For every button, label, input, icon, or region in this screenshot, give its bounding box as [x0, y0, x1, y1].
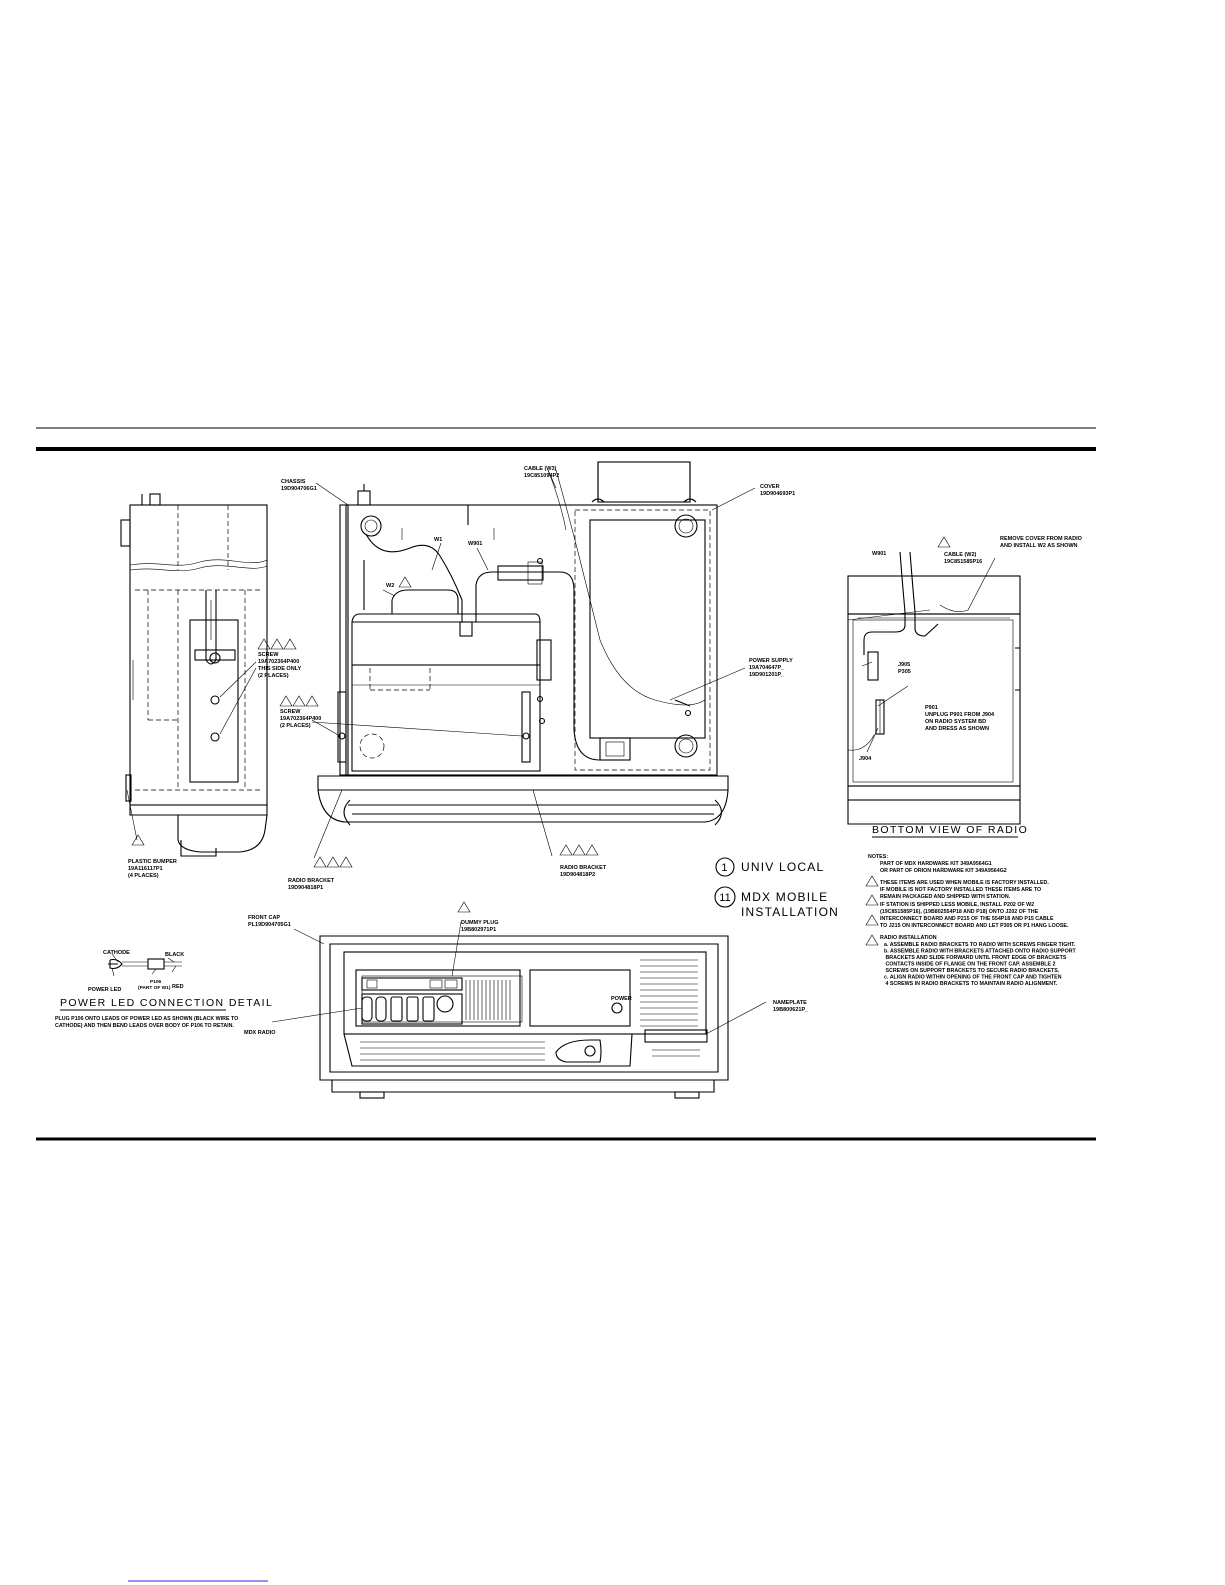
- notes-header: NOTES:: [868, 854, 888, 860]
- triangle-icon: [305, 695, 319, 707]
- leader-lines: [126, 469, 767, 1035]
- triangle-icon: [339, 856, 353, 868]
- triangle-icon: [572, 844, 586, 856]
- side-view: [120, 493, 268, 857]
- triangle-icon: [326, 856, 340, 868]
- label-cable-w2: CABLE (W2)19C851585P16: [944, 552, 982, 565]
- label-led-black: BLACK: [165, 952, 184, 958]
- note-2: THESE ITEMS ARE USED WHEN MOBILE IS FACT…: [880, 880, 1049, 900]
- triangle-icon: [865, 934, 879, 946]
- titles: BOTTOM VIEW OF RADIO POWER LED CONNECTIO…: [55, 824, 1028, 1029]
- triangle-icon: [270, 638, 284, 650]
- label-led-power-led: POWER LED: [88, 987, 121, 993]
- label-power-knob: POWER: [611, 996, 632, 1002]
- triangle-icon: [131, 834, 145, 846]
- label-led-p106: P106(PART OF W1): [138, 979, 171, 991]
- front-view: [319, 935, 729, 1099]
- legend-circle-1: [715, 857, 735, 877]
- power-led-detail: [108, 953, 182, 977]
- triangle-icon: [865, 914, 879, 926]
- label-j904: J904: [859, 756, 872, 762]
- legend-text-11a: MDX MOBILE: [741, 890, 828, 904]
- bottom-view: [847, 551, 1021, 825]
- triangle-icon: [457, 901, 471, 913]
- note-4-title: RADIO INSTALLATION: [880, 935, 937, 941]
- triangle-icon: [585, 844, 599, 856]
- label-mdx-radio: MDX RADIO: [244, 1030, 276, 1036]
- label-cable-w3: CABLE (W3)19C851094P2: [524, 466, 559, 479]
- warning-triangles: [131, 536, 951, 946]
- notes-block: NOTES: PART OF MDX HARDWARE KIT 349A9564…: [868, 854, 1077, 987]
- triangle-icon: [279, 695, 293, 707]
- triangle-icon: [292, 695, 306, 707]
- triangle-icon: [865, 875, 879, 887]
- note-3: IF STATION IS SHIPPED LESS MOBILE, INSTA…: [880, 902, 1069, 929]
- label-led-cathode: CATHODE: [103, 950, 130, 956]
- label-w1: W1: [434, 537, 442, 543]
- triangle-icon: [937, 536, 951, 548]
- triangle-icon: [865, 894, 879, 906]
- legend-text-1: UNIV LOCAL: [741, 860, 824, 874]
- triangle-icon: [313, 856, 327, 868]
- triangle-icon: [257, 638, 271, 650]
- power-led-note: PLUG P106 ONTO LEADS OF POWER LED AS SHO…: [55, 1016, 238, 1029]
- label-led-red: RED: [172, 984, 184, 990]
- legend: 1 UNIV LOCAL 11 MDX MOBILE INSTALLATION: [714, 857, 839, 919]
- triangle-icon: [559, 844, 573, 856]
- bottom-view-title: BOTTOM VIEW OF RADIO: [872, 824, 1028, 836]
- legend-num-11: 11: [719, 892, 730, 904]
- legend-text-11b: INSTALLATION: [741, 905, 839, 919]
- label-w2: W2: [386, 583, 394, 589]
- triangle-icon: [398, 576, 412, 588]
- triangle-icon: [283, 638, 297, 650]
- note-4: a. ASSEMBLE RADIO BRACKETS TO RADIO WITH…: [884, 942, 1077, 987]
- power-led-detail-title: POWER LED CONNECTION DETAIL: [60, 997, 273, 1009]
- label-w901-top: W901: [468, 541, 482, 547]
- legend-circle-11: [714, 886, 736, 908]
- top-view: [317, 461, 729, 826]
- label-w901-bottom: W901: [872, 551, 886, 557]
- legend-num-1: 1: [721, 862, 728, 874]
